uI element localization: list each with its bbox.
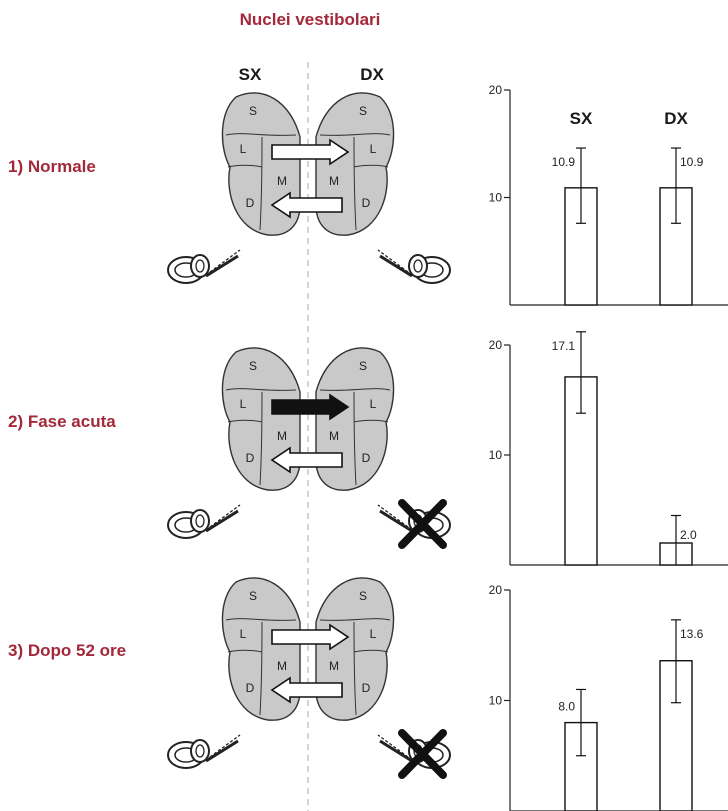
nuclei-diagram: S L M D S L M D <box>168 348 450 545</box>
nucleus-label: D <box>362 196 371 210</box>
nucleus-label: M <box>277 659 287 673</box>
nuclei-diagram: S L M D S L M D <box>168 578 450 775</box>
nucleus-label: D <box>246 451 255 465</box>
bar-value-label: 17.1 <box>552 339 576 353</box>
nucleus-label: L <box>370 397 377 411</box>
nucleus-label: S <box>359 359 367 373</box>
y-tick-label: 10 <box>489 694 503 708</box>
nucleus-label: M <box>329 429 339 443</box>
left-labyrinth-icon <box>168 735 240 768</box>
bar-value-label: 10.9 <box>552 155 576 169</box>
nucleus-label: S <box>249 589 257 603</box>
bar-value-label: 13.6 <box>680 627 704 641</box>
nucleus-label: L <box>370 142 377 156</box>
nucleus-label: L <box>240 142 247 156</box>
bar-value-label: 8.0 <box>558 700 575 714</box>
left-labyrinth-icon <box>168 505 240 538</box>
nucleus-label: S <box>359 589 367 603</box>
chart-header-label: DX <box>664 109 688 128</box>
nucleus-label: D <box>362 451 371 465</box>
side-label-dx: DX <box>360 65 384 84</box>
nucleus-label: S <box>249 104 257 118</box>
bar-value-label: 10.9 <box>680 155 704 169</box>
nucleus-label: D <box>246 681 255 695</box>
right-labyrinth-icon <box>378 250 450 283</box>
bar-value-label: 2.0 <box>680 528 697 542</box>
nucleus-label: S <box>249 359 257 373</box>
y-tick-label: 10 <box>489 448 503 462</box>
y-tick-label: 20 <box>489 583 503 597</box>
nucleus-label: L <box>240 627 247 641</box>
nucleus-label: S <box>359 104 367 118</box>
left-labyrinth-icon <box>168 250 240 283</box>
nucleus-label: M <box>277 429 287 443</box>
nucleus-label: M <box>329 174 339 188</box>
nuclei-diagram: S L M D S L M D <box>168 93 450 283</box>
nucleus-label: D <box>246 196 255 210</box>
y-tick-label: 20 <box>489 338 503 352</box>
nucleus-label: L <box>370 627 377 641</box>
bar-chart: 10 20 8.0 13.6 <box>489 583 728 811</box>
side-label-sx: SX <box>239 65 262 84</box>
y-tick-label: 10 <box>489 191 503 205</box>
nucleus-label: D <box>362 681 371 695</box>
nucleus-label: L <box>240 397 247 411</box>
y-tick-label: 20 <box>489 83 503 97</box>
chart-header-label: SX <box>570 109 593 128</box>
nucleus-label: M <box>329 659 339 673</box>
nucleus-label: M <box>277 174 287 188</box>
bar-chart: 10 20 17.1 2.0 <box>489 332 728 565</box>
